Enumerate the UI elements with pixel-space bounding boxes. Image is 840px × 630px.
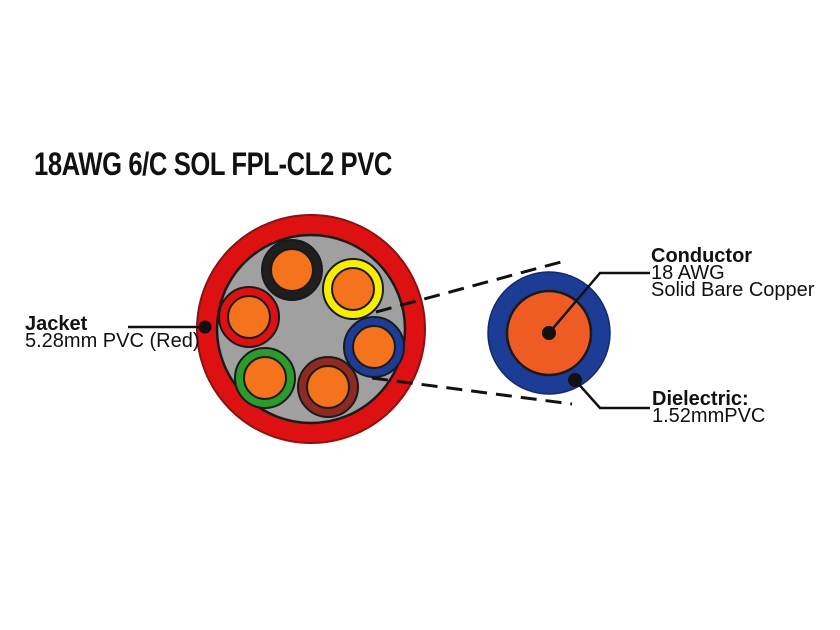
conductor-callout-gauge: 18 AWG <box>651 262 725 284</box>
dielectric-callout: Dielectric: 1.52mmPVC <box>652 388 766 427</box>
zoom-guide-lower-dashed-line <box>371 376 573 406</box>
dielectric-leader-line <box>574 379 650 410</box>
conductor-red-core <box>227 295 271 339</box>
dielectric-callout-title: Dielectric: <box>652 388 749 410</box>
page-title: 18AWG 6/C SOL FPL-CL2 PVC <box>34 146 392 182</box>
cable-cross-section <box>196 214 426 444</box>
conductor-red <box>218 286 280 348</box>
conductor-callout-title: Conductor <box>651 245 753 267</box>
dielectric-callout-spec: 1.52mmPVC <box>652 405 766 427</box>
jacket-callout: Jacket 5.28mm PVC (Red) <box>25 313 200 352</box>
conductor-green-core <box>243 356 287 400</box>
conductor-leader-line <box>548 271 650 334</box>
zoom-guide-upper-dashed-line <box>375 260 562 314</box>
leader-lines <box>128 271 650 410</box>
conductor-callout-material: Solid Bare Copper <box>651 279 815 301</box>
conductor-blue <box>343 316 405 378</box>
conductor-blue-core <box>352 325 396 369</box>
conductor-leader-dot <box>542 326 556 340</box>
jacket-callout-spec: 5.28mm PVC (Red) <box>25 330 200 352</box>
jacket-callout-title: Jacket <box>25 313 88 335</box>
jacket-leader-dot <box>198 320 212 334</box>
dielectric-leader-dot <box>568 373 582 387</box>
conductor-yellow-core <box>331 267 375 311</box>
conductor-callout: Conductor 18 AWG Solid Bare Copper <box>651 245 815 301</box>
conductor-black-core <box>270 248 314 292</box>
conductor-yellow <box>322 258 384 320</box>
conductor-brown-core <box>306 365 350 409</box>
conductor-brown <box>297 356 359 418</box>
conductor-black <box>261 239 323 301</box>
conductor-green <box>234 347 296 409</box>
